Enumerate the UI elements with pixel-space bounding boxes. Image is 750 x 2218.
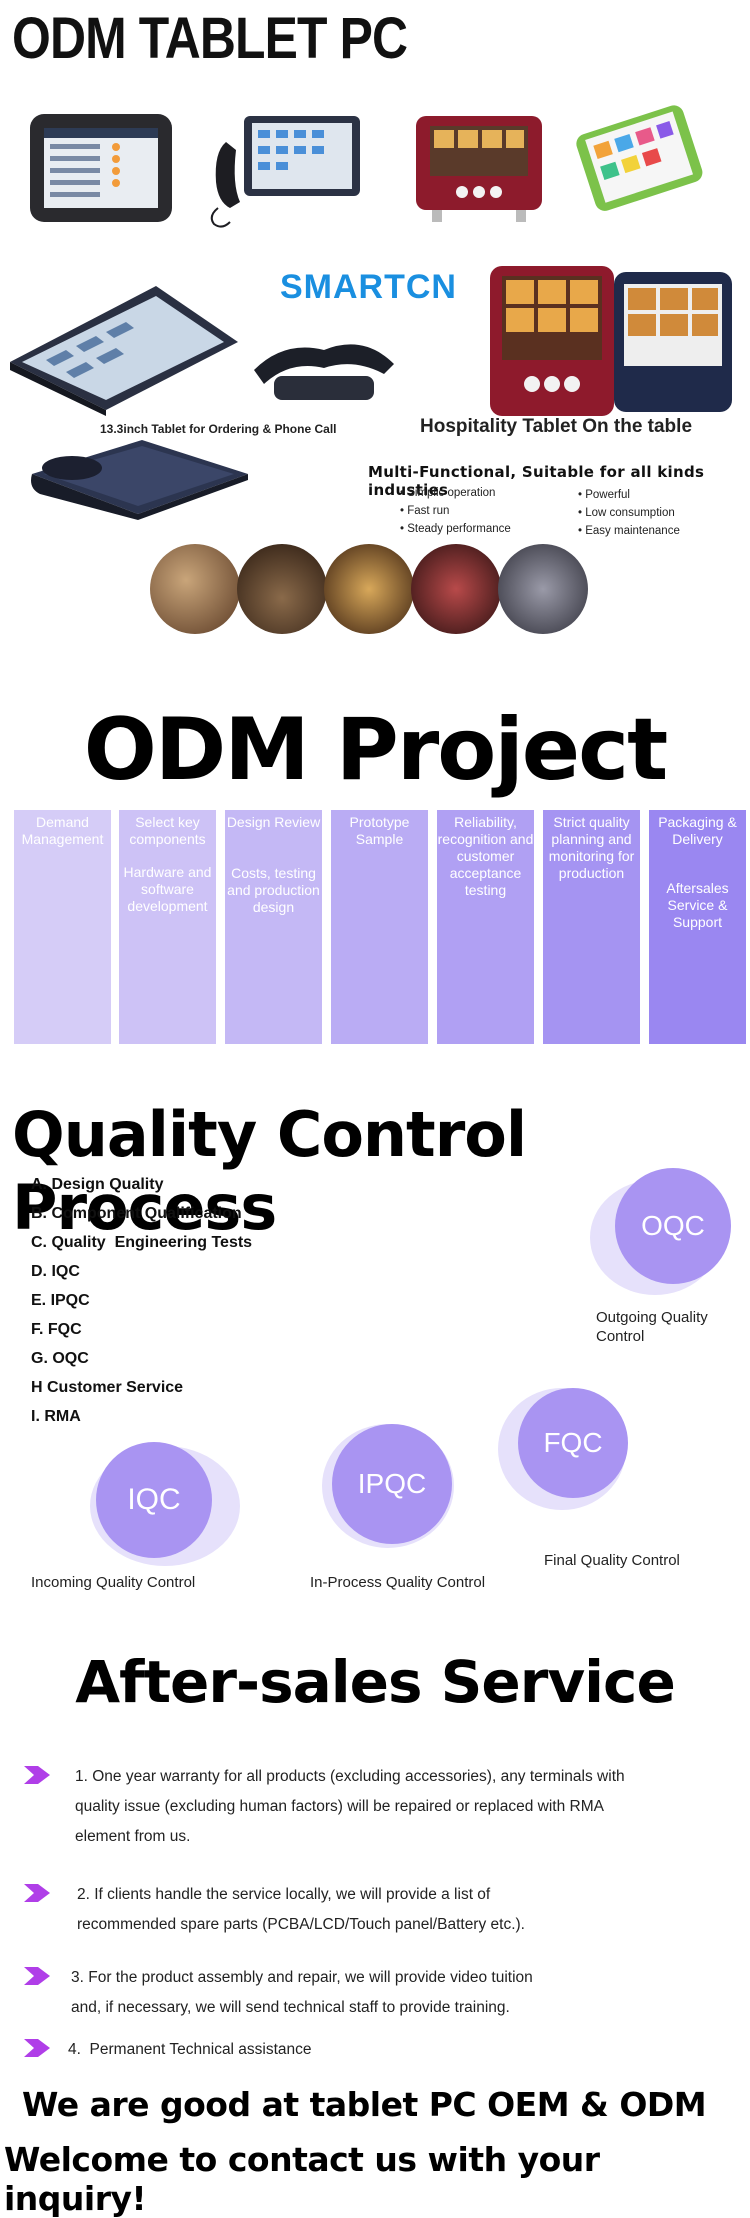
quality-item: F. FQC	[31, 1321, 82, 1338]
banner-phone-image	[254, 344, 394, 400]
chevron-right-icon	[24, 1967, 50, 1985]
after-sales-line: recommended spare parts (PCBA/LCD/Touch …	[77, 1916, 525, 1933]
brand-logo: SMARTCN	[280, 268, 457, 306]
feature-item: Simplic operation	[400, 484, 511, 502]
feature-item: Steady performance	[400, 520, 511, 538]
after-sales-line: and, if necessary, we will send technica…	[71, 1999, 510, 2016]
feature-item: Fast run	[400, 502, 511, 520]
after-sales-line: element from us.	[75, 1828, 191, 1845]
chevron-right-icon	[24, 1884, 50, 1902]
quality-list: A. Design Quality B. Component Qualifica…	[31, 1170, 252, 1431]
hospitality-tablet-red-image	[416, 116, 542, 222]
footer-line-2: Welcome to contact us with your inquiry!	[4, 2140, 600, 2218]
odm-step-label: Design Review	[226, 814, 321, 830]
flat-tablet-image	[31, 440, 248, 520]
restaurant-photo	[324, 544, 414, 634]
odm-step-sub: Hardware and software development	[123, 864, 212, 914]
ipqc-circle: IPQC	[332, 1424, 452, 1544]
odm-step: Prototype Sample	[331, 810, 428, 1044]
rugged-tablet-image	[30, 114, 172, 222]
oqc-caption-text: Outgoing Quality Control	[596, 1309, 708, 1345]
restaurant-photo	[237, 544, 327, 634]
features-right-list: Powerful Low consumption Easy maintenanc…	[578, 486, 680, 540]
quality-item: D. IQC	[31, 1263, 80, 1280]
after-sales-line: quality issue (excluding human factors) …	[75, 1798, 604, 1815]
odm-step-label: Strict quality planning and monitoring f…	[548, 814, 635, 881]
odm-step-label: Prototype Sample	[349, 814, 410, 847]
after-sales-title: After-sales Service	[75, 1648, 676, 1716]
oqc-circle: OQC	[615, 1168, 731, 1284]
after-sales-text: 4. Permanent Technical assistance	[68, 2035, 312, 2065]
hospitality-tablet-caption: Hospitality Tablet On the table	[420, 416, 693, 437]
kids-tablet-image	[576, 105, 703, 211]
after-sales-line: 3. For the product assembly and repair, …	[71, 1969, 533, 1986]
odm-project-title: ODM Project	[83, 700, 668, 800]
after-sales-text: 3. For the product assembly and repair, …	[71, 1963, 533, 2023]
quality-item: H Customer Service	[31, 1379, 184, 1396]
after-sales-line: 1. One year warranty for all products (e…	[75, 1768, 625, 1785]
ordering-tablet-image	[10, 286, 238, 416]
odm-step-label: Reliability, recognition and customer ac…	[437, 814, 534, 898]
after-sales-text: 2. If clients handle the service locally…	[77, 1880, 525, 1940]
quality-item: B. Component Qualification	[31, 1205, 242, 1222]
quality-item: A. Design Quality	[31, 1176, 164, 1193]
quality-item: I. RMA	[31, 1408, 81, 1425]
odm-step-label: Packaging & Delivery	[658, 814, 737, 847]
odm-step-sub: Aftersales Service & Support	[666, 880, 729, 930]
chevron-right-icon	[24, 2039, 50, 2057]
fqc-circle: FQC	[518, 1388, 628, 1498]
features-left-list: Simplic operation Fast run Steady perfor…	[400, 484, 511, 538]
restaurant-photo	[411, 544, 501, 634]
ordering-tablet-caption: 13.3inch Tablet for Ordering & Phone Cal…	[100, 422, 337, 436]
footer-line-1: We are good at tablet PC OEM & ODM	[22, 2085, 707, 2124]
quality-item: E. IPQC	[31, 1292, 90, 1309]
odm-step-label: Select key components	[129, 814, 206, 847]
chevron-right-icon	[24, 1766, 50, 1784]
iqc-caption: Incoming Quality Control	[31, 1574, 196, 1591]
restaurant-photo	[498, 544, 588, 634]
quality-item: G. OQC	[31, 1350, 89, 1367]
iqc-circle: IQC	[96, 1442, 212, 1558]
odm-step: Reliability, recognition and customer ac…	[437, 810, 534, 1044]
odm-step: Strict quality planning and monitoring f…	[543, 810, 640, 1044]
odm-step-sub: Costs, testing and production design	[227, 865, 320, 915]
hospitality-tablets-image	[490, 266, 732, 416]
fqc-caption: Final Quality Control	[544, 1552, 680, 1569]
feature-item: Powerful	[578, 486, 680, 504]
quality-title: Quality Control Process	[12, 1098, 527, 1244]
restaurant-photo	[150, 544, 240, 634]
feature-item: Low consumption	[578, 504, 680, 522]
desk-phone-tablet-image	[210, 116, 360, 228]
page-title: ODM TABLET PC	[12, 6, 408, 71]
oqc-caption: Outgoing Quality Control	[596, 1308, 736, 1346]
quality-item: C. Quality Engineering Tests	[31, 1234, 253, 1251]
ipqc-caption: In-Process Quality Control	[310, 1574, 486, 1591]
feature-item: Easy maintenance	[578, 522, 680, 540]
after-sales-line: 4. Permanent Technical assistance	[68, 2041, 312, 2058]
after-sales-line: 2. If clients handle the service locally…	[77, 1886, 491, 1903]
odm-step-label: Demand Management	[21, 814, 104, 847]
odm-step: Demand Management	[14, 810, 111, 1044]
after-sales-text: 1. One year warranty for all products (e…	[75, 1762, 625, 1852]
